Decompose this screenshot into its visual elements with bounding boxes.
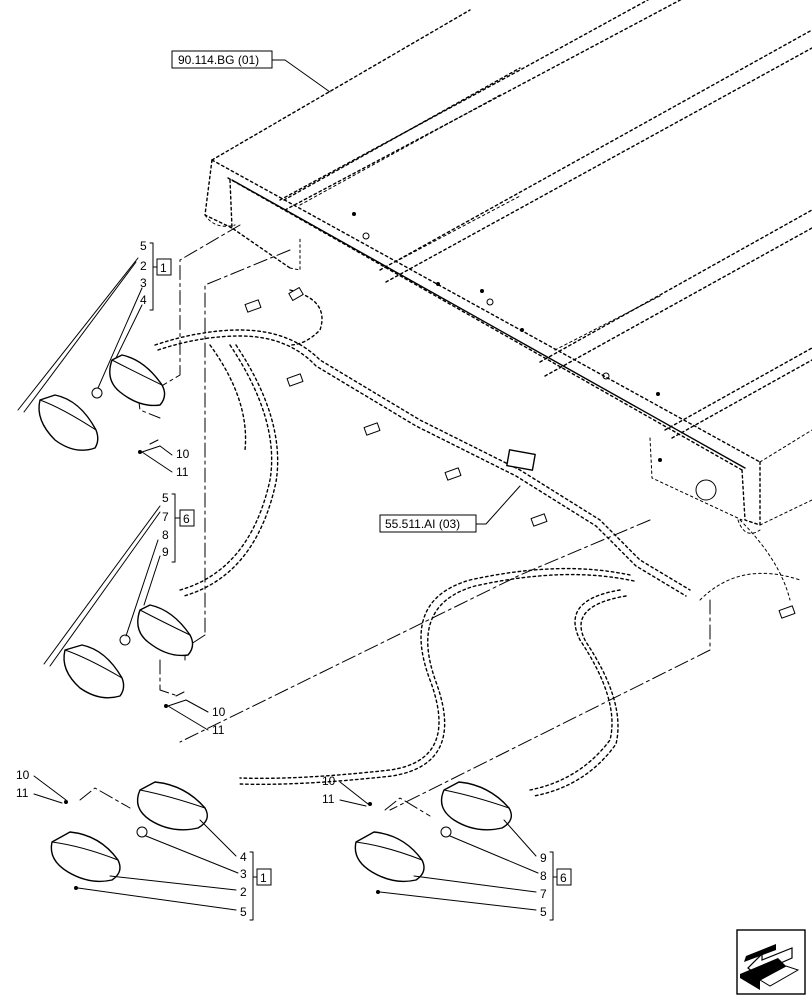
- callout-label: 5: [240, 905, 247, 919]
- callout-label: 3: [240, 867, 247, 881]
- callout-upper-left-fasteners: 10 11: [141, 445, 190, 479]
- callout-label: 2: [240, 885, 247, 899]
- callout-upper-left-set: 5 2 3 4 1: [140, 239, 172, 311]
- callout-label: 11: [16, 786, 29, 800]
- callout-label: 2: [140, 259, 147, 273]
- callout-label: 11: [322, 792, 335, 806]
- group-label: 6: [560, 871, 567, 885]
- callout-label: 7: [540, 887, 547, 901]
- callout-label: 11: [212, 723, 225, 737]
- group-box: [256, 868, 272, 886]
- callout-label: 3: [140, 276, 147, 290]
- callout-mid-left-fasteners: 10 11: [167, 699, 226, 737]
- callout-label: 8: [162, 528, 169, 542]
- frame-reference-label: 90.114.BG (01): [178, 53, 259, 67]
- frame-reference[interactable]: 90.114.BG (01): [171, 50, 331, 93]
- callout-bottom-left-set: 4 3 2 5 1: [240, 850, 272, 921]
- callout-label: 9: [540, 851, 547, 865]
- group-label: 1: [260, 871, 267, 885]
- group-box: [179, 509, 195, 527]
- arrow-down-left-icon[interactable]: [736, 929, 806, 995]
- callout-label: 4: [140, 293, 147, 307]
- callout-label: 4: [240, 850, 247, 864]
- callout-label: 5: [162, 491, 169, 505]
- callout-bottom-left-fasteners: 10 11: [16, 768, 67, 804]
- group-box: [556, 868, 572, 886]
- callout-bottom-right-fasteners: 10 11: [322, 774, 369, 807]
- junction-box: [506, 449, 536, 471]
- group-box: [156, 258, 172, 276]
- callout-mid-left-set: 5 7 8 9 6: [162, 491, 195, 563]
- callout-label: 8: [540, 869, 547, 883]
- callout-label: 10: [322, 774, 336, 788]
- callout-label: 10: [176, 447, 190, 461]
- frame-structure: [204, 0, 812, 534]
- wiring-harness: [154, 287, 801, 797]
- callout-label: 10: [212, 705, 226, 719]
- callout-label: 9: [162, 545, 169, 559]
- callout-label: 7: [162, 510, 169, 524]
- callout-label: 10: [16, 768, 30, 782]
- beam-holes: [352, 212, 662, 462]
- connector-plugs: [244, 287, 796, 619]
- bottom-right-lamp-assembly: [354, 781, 539, 911]
- group-label: 6: [183, 512, 190, 526]
- callout-label: 11: [176, 465, 189, 479]
- harness-reference[interactable]: 55.511.AI (03): [379, 485, 521, 533]
- harness-reference-label: 55.511.AI (03): [385, 517, 460, 531]
- upper-left-lamp-assembly: [17, 257, 166, 454]
- mid-left-lamp-assembly: [43, 505, 194, 708]
- bottom-left-lamp-assembly: [50, 781, 239, 911]
- callout-bottom-right-set: 9 8 7 5 6: [540, 851, 572, 921]
- callout-label: 5: [540, 905, 547, 919]
- callout-label: 5: [140, 239, 147, 253]
- group-label: 1: [160, 261, 167, 275]
